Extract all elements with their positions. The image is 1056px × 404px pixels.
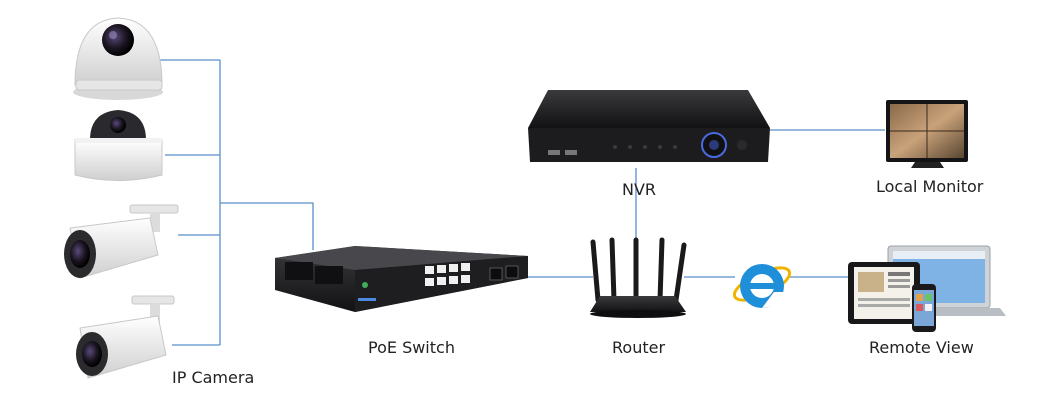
router-icon — [590, 237, 687, 318]
phone-icon — [912, 284, 936, 332]
local-monitor-label: Local Monitor — [876, 177, 984, 196]
monitor-icon — [886, 100, 968, 168]
nvr-label: NVR — [622, 180, 657, 199]
bullet-camera-icon — [76, 295, 175, 379]
internet-explorer-icon — [732, 264, 792, 308]
bullet-camera-icon — [64, 204, 179, 279]
poe-switch-icon — [275, 246, 528, 312]
connector-lines — [160, 59, 885, 346]
poe-switch-label: PoE Switch — [368, 338, 455, 357]
router-label: Router — [612, 338, 666, 357]
tablet-icon — [848, 262, 920, 324]
dome-camera-icon — [73, 17, 163, 100]
nvr-icon — [528, 90, 770, 162]
remote-view-label: Remote View — [869, 338, 974, 357]
dome-camera-icon — [74, 110, 163, 181]
link-cameras-to-switch — [220, 202, 314, 250]
ip-camera-label: IP Camera — [172, 368, 255, 387]
